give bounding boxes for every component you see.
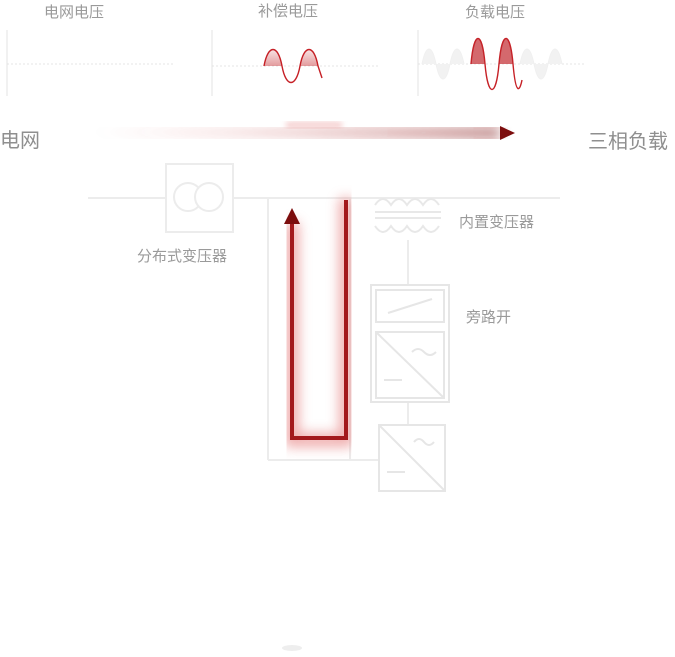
distributed-transformer-label: 分布式变压器 xyxy=(137,247,228,265)
grid-source-label: 电网 xyxy=(0,128,40,152)
bypass-switch-label: 旁路开 xyxy=(466,308,512,326)
distributed-transformer-symbol xyxy=(165,163,234,233)
faint-mark xyxy=(282,645,302,651)
built-in-transformer-label: 内置变压器 xyxy=(459,213,535,231)
bypass-switch-symbol xyxy=(370,284,450,403)
load-voltage-label: 负载电压 xyxy=(465,3,526,21)
three-phase-load-label: 三相负载 xyxy=(588,129,668,153)
load-voltage-panel xyxy=(417,30,586,96)
converter-module-symbol xyxy=(378,424,446,492)
grid-voltage-panel xyxy=(6,30,175,96)
compensation-voltage-label: 补偿电压 xyxy=(258,2,319,20)
compensation-voltage-panel xyxy=(211,30,380,96)
compensation-loop-arrow xyxy=(284,122,353,447)
built-in-transformer-symbol xyxy=(374,198,441,233)
grid-voltage-label: 电网电压 xyxy=(44,3,105,21)
power-flow-arrow xyxy=(70,126,515,140)
circuit-wiring xyxy=(88,197,560,461)
